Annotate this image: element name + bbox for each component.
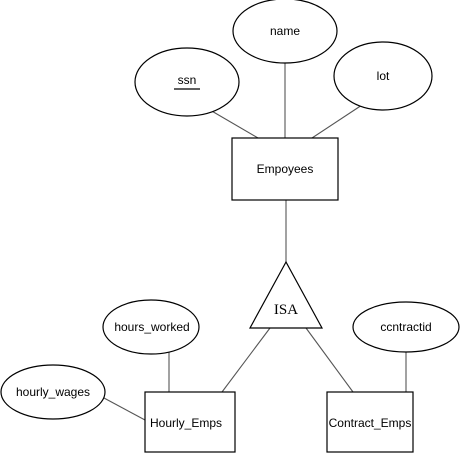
attribute-hours-worked: hours_worked xyxy=(102,299,200,355)
entity-hourly-emps-label: Hourly_Emps xyxy=(150,416,222,430)
edge-isa-contract xyxy=(305,327,354,393)
entity-hourly-emps: Hourly_Emps xyxy=(144,391,236,453)
attribute-hours-worked-label: hours_worked xyxy=(114,320,189,334)
edge-ssn-employees xyxy=(209,109,259,139)
edge-lot-employees xyxy=(311,104,363,139)
entity-employees: Empoyees xyxy=(231,137,339,201)
attribute-contractid: ccntractid xyxy=(352,301,460,353)
attribute-name: name xyxy=(232,0,338,64)
attribute-contractid-label: ccntractid xyxy=(380,320,431,334)
attribute-lot-label: lot xyxy=(377,69,390,83)
isa-label: ISA xyxy=(274,302,298,318)
entity-contract-emps: Contract_Emps xyxy=(326,391,414,453)
attribute-hourly-wages-label: hourly_wages xyxy=(16,385,90,399)
attribute-ssn-label: ssn xyxy=(178,73,197,87)
attribute-lot: lot xyxy=(333,41,433,111)
connectors xyxy=(103,63,407,421)
attribute-hourly-wages: hourly_wages xyxy=(0,364,106,420)
entity-contract-emps-label: Contract_Emps xyxy=(329,416,412,430)
edge-hourly-wages-hourly xyxy=(103,397,146,421)
entity-employees-label: Empoyees xyxy=(257,162,314,176)
edge-isa-hourly xyxy=(221,327,271,393)
isa-triangle: ISA xyxy=(248,260,324,329)
attribute-name-label: name xyxy=(270,24,300,38)
attribute-ssn: ssn xyxy=(134,47,240,117)
